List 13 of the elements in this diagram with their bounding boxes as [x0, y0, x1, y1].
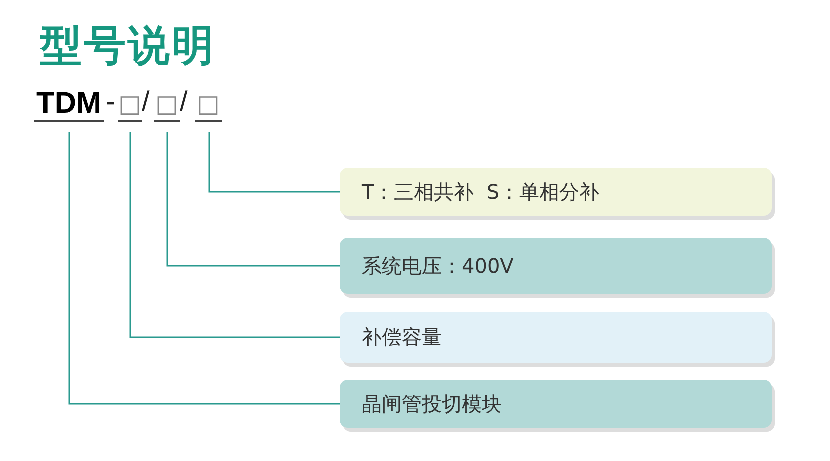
leader-line [208, 132, 340, 193]
leader-line [130, 132, 340, 338]
dash-separator: - [106, 86, 116, 118]
description-box: 补偿容量 [340, 312, 772, 363]
model-code: TDM [34, 88, 104, 122]
description-box: T：三相共补 S：单相分补 [340, 168, 772, 216]
leader-line [166, 132, 340, 267]
leader-line [68, 132, 340, 405]
description-box: 晶闸管投切模块 [340, 380, 772, 428]
slash-separator: / [180, 86, 188, 118]
description-box: 系统电压：400V [340, 238, 772, 294]
title-text: 型号说明 [40, 20, 216, 72]
slash-separator: / [142, 86, 150, 118]
